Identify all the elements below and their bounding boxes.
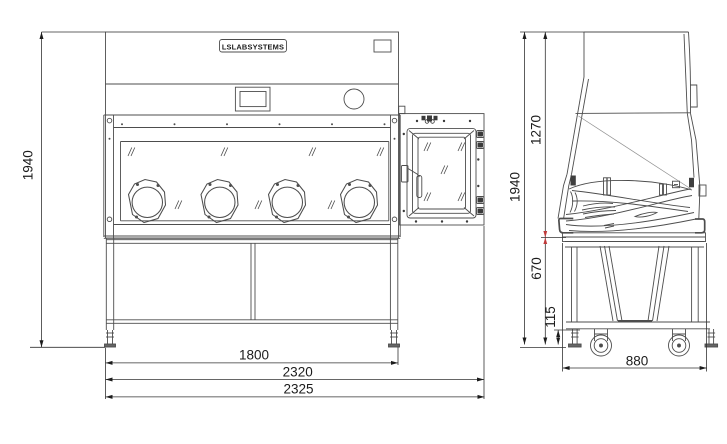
svg-text:115: 115 — [543, 306, 558, 328]
svg-text:670: 670 — [529, 257, 544, 280]
svg-text:2320: 2320 — [283, 364, 313, 379]
svg-text:1940: 1940 — [21, 150, 36, 180]
svg-text:LSLABSYSTEMS: LSLABSYSTEMS — [222, 43, 284, 52]
svg-text:2325: 2325 — [283, 382, 313, 397]
svg-text:1800: 1800 — [239, 348, 269, 363]
svg-text:880: 880 — [626, 354, 649, 369]
svg-text:1940: 1940 — [508, 172, 523, 202]
svg-text:1270: 1270 — [529, 115, 544, 145]
